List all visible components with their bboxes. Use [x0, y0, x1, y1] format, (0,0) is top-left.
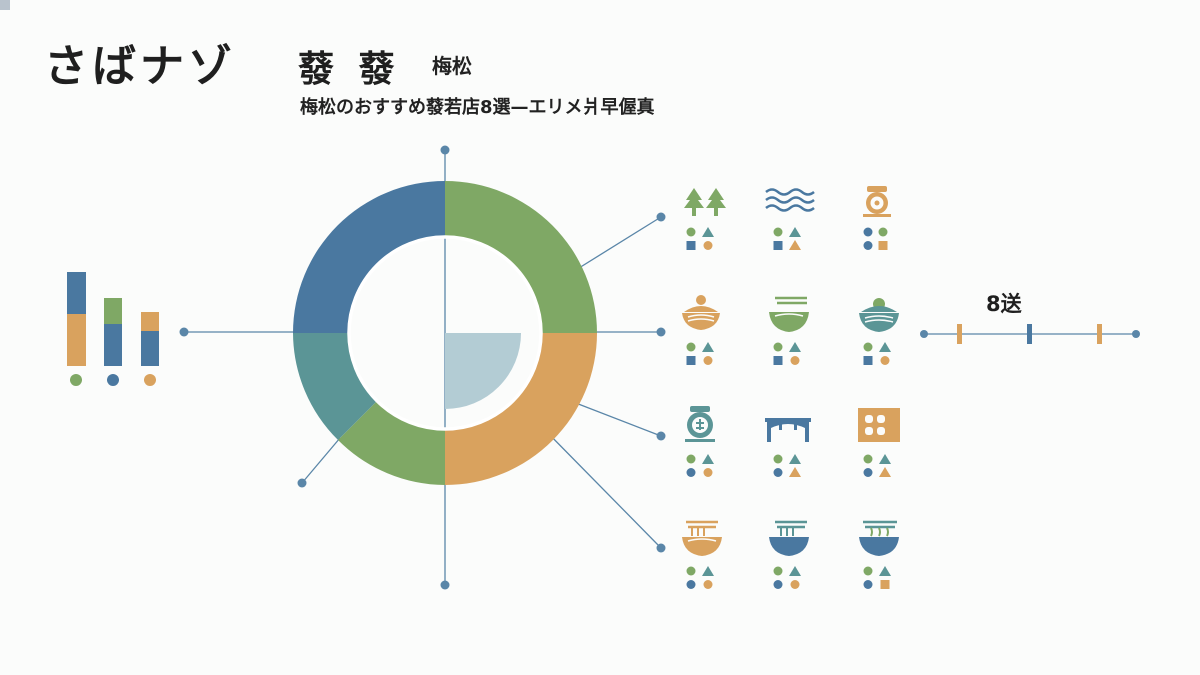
connector-lower-left — [301, 437, 341, 484]
icon-cell-6 — [853, 292, 913, 372]
category-shapes — [686, 227, 714, 250]
soup-bowl-icon — [769, 296, 809, 332]
mini-bar-chart — [67, 272, 159, 386]
upper-right-dot — [656, 212, 666, 222]
category-shapes — [773, 342, 801, 365]
category-shapes — [773, 227, 801, 250]
corner-mark — [0, 0, 10, 10]
connector-lower-right — [567, 399, 662, 437]
timeline-tick-3 — [1097, 324, 1102, 344]
noodle-bowl-icon — [682, 295, 720, 330]
timeline-dot-end — [1132, 330, 1140, 338]
icon-cell-3 — [853, 184, 913, 264]
category-shapes — [863, 342, 891, 365]
timeline-tick-1 — [957, 324, 962, 344]
page-subtitle: 梅松のおすすめ蕟若店8選—エリメ爿早偓真 — [300, 97, 655, 118]
ring-segment-green-bottom — [338, 401, 445, 485]
icon-cell-5 — [763, 292, 823, 372]
mini-dot-3 — [144, 374, 156, 386]
clock-icon — [863, 186, 891, 217]
mini-bar-3-bottom — [141, 331, 159, 366]
bridge-icon — [765, 418, 811, 442]
bottom-right-dot — [656, 543, 666, 553]
title-kanji: 蕟 蕟 — [298, 49, 401, 90]
icon-cell-11 — [763, 516, 823, 596]
title-location: 梅松 — [432, 54, 472, 78]
axis-dot-top — [440, 145, 450, 155]
category-shapes — [686, 454, 714, 477]
inner-white-ring — [347, 235, 543, 431]
blue-bowl-icon — [769, 520, 809, 556]
axis-dot-bottom — [440, 580, 450, 590]
mini-bar-1-bottom — [67, 314, 86, 366]
left-dot — [179, 327, 189, 337]
timeline-tick-2 — [1027, 324, 1032, 344]
inner-quarter — [445, 333, 521, 409]
icon-cell-4 — [676, 292, 736, 372]
ring-segment-green-top — [445, 181, 597, 333]
icon-cell-8 — [763, 404, 823, 484]
shrine-icon — [685, 406, 715, 442]
donut-ring — [293, 181, 597, 485]
mini-dot-1 — [70, 374, 82, 386]
noodle-steam-icon — [859, 520, 899, 556]
mini-dot-2 — [107, 374, 119, 386]
icon-cell-7 — [676, 404, 736, 484]
count-label: 8送 — [986, 292, 1022, 316]
icon-cell-10 — [676, 516, 736, 596]
ring-segment-orange — [445, 333, 597, 485]
icon-cell-1 — [676, 184, 736, 264]
category-shapes — [773, 454, 801, 477]
category-shapes — [773, 566, 801, 589]
mini-bar-3-top — [141, 312, 159, 331]
ring-segment-blue — [293, 181, 445, 333]
lower-left-dot — [297, 478, 307, 488]
timeline-dot-start — [920, 330, 928, 338]
waves-icon — [765, 188, 815, 212]
trees-icon — [684, 188, 726, 216]
building-icon — [858, 408, 900, 442]
icon-cell-2 — [763, 184, 823, 264]
right-dot — [656, 327, 666, 337]
ramen-bowl-icon — [859, 298, 899, 332]
category-shapes — [863, 227, 888, 250]
ring-segment-teal — [293, 333, 377, 440]
category-shapes — [863, 566, 891, 589]
connector-dots — [179, 145, 666, 590]
page-title: さばナゾ — [44, 41, 236, 92]
category-shapes — [686, 342, 714, 365]
connector-bottom-right — [539, 424, 662, 549]
lower-right-dot — [656, 431, 666, 441]
icon-cell-12 — [853, 516, 913, 596]
mini-bar-2-bottom — [104, 324, 122, 366]
mini-bar-2-top — [104, 298, 122, 324]
timeline — [920, 324, 1140, 344]
mini-bar-1-top — [67, 272, 86, 314]
ramen-chopsticks-icon — [682, 520, 722, 556]
category-shapes — [686, 566, 714, 589]
icon-cell-9 — [853, 404, 913, 484]
category-shapes — [863, 454, 891, 477]
